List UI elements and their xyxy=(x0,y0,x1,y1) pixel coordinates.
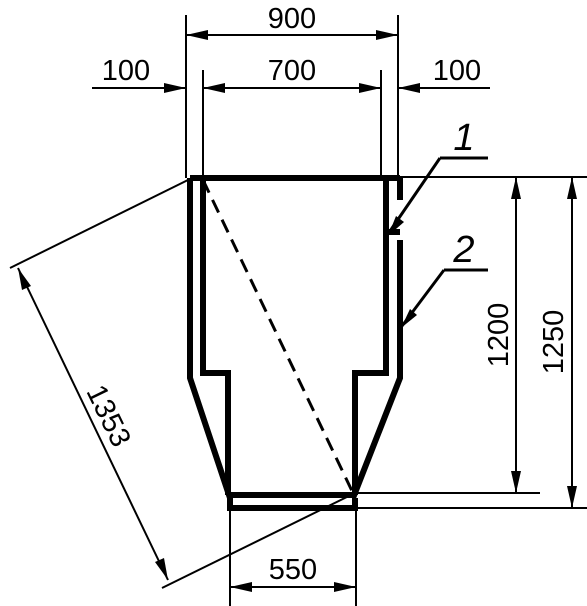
dimension-label-1200: 1200 xyxy=(483,303,515,368)
dimension-100-left: 100 xyxy=(92,55,186,93)
dimension-label-1250: 1250 xyxy=(538,310,570,375)
left-inner-wall xyxy=(200,178,231,495)
leader-label-1: 1 xyxy=(453,117,474,159)
dimension-1200: 1200 xyxy=(483,177,521,493)
dimension-1353: 1353 xyxy=(17,267,169,581)
dimension-label-700: 700 xyxy=(268,55,316,87)
dimension-label-550: 550 xyxy=(269,554,317,586)
dimension-900: 900 xyxy=(186,3,398,40)
dimension-label-900: 900 xyxy=(268,3,316,35)
dimension-100-right: 100 xyxy=(398,55,490,93)
leader-label-2: 2 xyxy=(452,229,474,271)
leader-1: 1 xyxy=(386,117,488,236)
vessel-outline xyxy=(187,175,403,511)
left-outer-wall xyxy=(187,178,358,511)
dimension-1250: 1250 xyxy=(538,177,577,508)
dimension-700: 700 xyxy=(203,55,381,93)
right-inner-wall xyxy=(352,178,389,495)
right-outer-wall xyxy=(350,240,403,500)
dimension-label-100-right: 100 xyxy=(433,55,481,87)
leader-2: 2 xyxy=(400,229,488,328)
diagonal-dashed-line xyxy=(201,179,355,494)
extension-lines xyxy=(9,15,587,606)
dimension-550: 550 xyxy=(230,554,356,592)
dimension-label-100-left: 100 xyxy=(102,55,150,87)
